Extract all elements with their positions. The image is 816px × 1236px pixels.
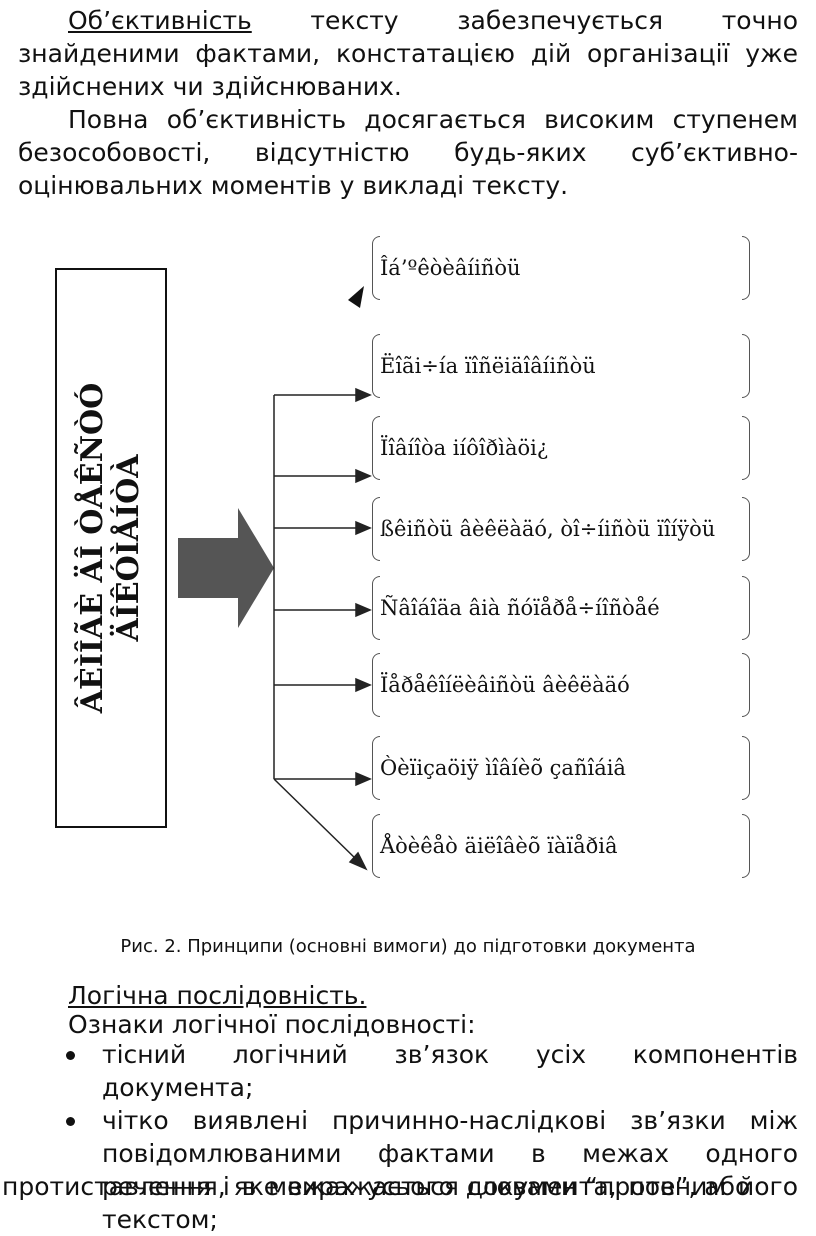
diagram-item-6: Ïåðåêîíëèâiñòü âèêëàäó: [372, 653, 750, 717]
diagram-connectors: [178, 286, 372, 871]
branch-arrowhead-icon: [355, 468, 372, 484]
diagram-item-1: Îá’ºêòèâíiñòü: [372, 236, 750, 300]
diagram-item-5: Ñâîáîäа âià ñóïåðå÷íîñòåé: [372, 576, 750, 640]
figure-caption: Рис. 2. Принципи (основні вимоги) до під…: [120, 936, 696, 957]
branch-arrowhead-icon: [355, 520, 372, 536]
section-subheading: Ознаки логічної послідовності:: [68, 1010, 476, 1039]
branch-arrowhead-icon: [355, 677, 372, 693]
intro-paragraph-2: Повна об’єктивність досягається високим …: [18, 105, 798, 200]
tail-text: протиставлення, яке виражається словами …: [2, 1172, 751, 1201]
diagram-item-3: Ïîâíîòа iíôîðìàöi¿: [372, 416, 750, 480]
bullet-list: тісний логічний зв’язок усіх компонентів…: [18, 1038, 798, 1236]
main-arrow-icon: [178, 508, 274, 628]
list-item: тісний логічний зв’язок усіх компонентів…: [18, 1038, 798, 1104]
diagram-item-2: Ëîãi÷íа ïîñëiäîâíiñòü: [372, 334, 750, 398]
term-objectivity: Об’єктивність: [68, 6, 252, 35]
branch-arrowhead-icon: [348, 851, 368, 871]
diagram-main-box: ÂÈÌÎÃÈ ÄÎ ÒÅÊÑÒÓ ÄÎÊÓÌÅÍÒÀ: [55, 268, 167, 828]
section-heading: Логічна послідовність.: [68, 981, 367, 1010]
branch-arrowhead-icon: [355, 387, 372, 403]
branch-arrowhead-icon: [355, 602, 372, 618]
top-arrowhead-icon: [348, 286, 364, 308]
branch-line: [273, 778, 359, 862]
branch-arrowhead-icon: [355, 771, 372, 787]
bullet-icon: [66, 1117, 75, 1126]
diagram-item-4: ßêiñòü âèêëàäó, òî÷íiñòü ïîíÿòü: [372, 497, 750, 561]
diagram-item-7: Òèïiçаöiÿ ìîâíèõ çañîáiâ: [372, 736, 750, 800]
bullet-icon: [66, 1051, 75, 1060]
intro-paragraph-1: Об’єктивність тексту забезпечується точн…: [18, 6, 798, 101]
diagram-item-8: Åòèêåò äiëîâèõ ïàïåðiâ: [372, 814, 750, 878]
